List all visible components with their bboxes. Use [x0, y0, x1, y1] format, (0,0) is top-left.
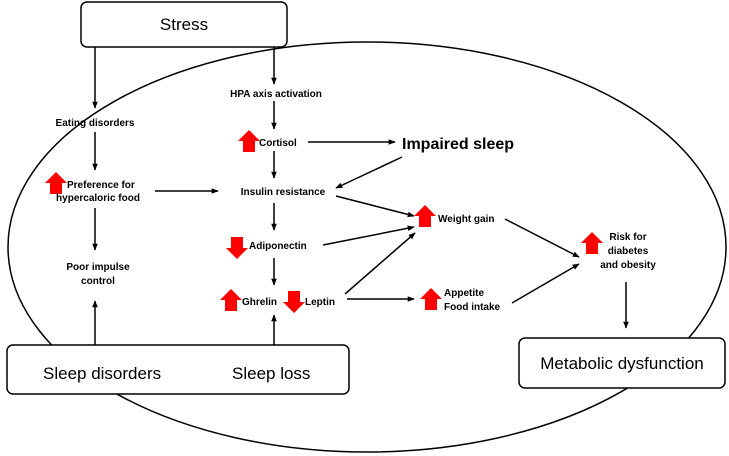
- arrow-adiponectin-to-weightgain: [322, 225, 415, 246]
- red-down-arrow-icon: [226, 237, 248, 259]
- poor-impulse-label-line2: control: [81, 276, 115, 287]
- sleep-loss-label: Sleep loss: [232, 364, 310, 383]
- outer-ellipse: [7, 41, 727, 453]
- arrows: [92, 47, 629, 376]
- red-up-arrow-icon: [581, 232, 603, 254]
- weight-gain-label: Weight gain: [438, 214, 494, 225]
- insulin-resistance-label: Insulin resistance: [241, 187, 326, 198]
- leptin-label: Leptin: [305, 297, 335, 308]
- stress-box: Stress: [80, 1, 288, 48]
- risk-label-line1: Risk for: [609, 232, 646, 243]
- cortisol-label: Cortisol: [259, 138, 297, 149]
- red-up-arrow-icon: [220, 289, 242, 311]
- risk-label-line2: diabetes: [608, 246, 649, 257]
- arrow-insulin-to-weightgain: [335, 195, 415, 218]
- risk-label-line3: and obesity: [600, 260, 656, 271]
- metabolic-dysfunction-label: Metabolic dysfunction: [540, 354, 703, 373]
- adiponectin-label: Adiponectin: [249, 241, 307, 252]
- ghrelin-label: Ghrelin: [242, 297, 277, 308]
- metabolic-dysfunction-box: Metabolic dysfunction: [518, 337, 726, 389]
- red-up-arrow-icon: [238, 130, 260, 152]
- eating-disorders-label: Eating disorders: [56, 118, 135, 129]
- stress-label: Stress: [160, 15, 208, 34]
- preference-label-line1: Preference for: [67, 180, 135, 191]
- sleep-box: Sleep disorders Sleep loss: [6, 344, 350, 395]
- poor-impulse-label-line1: Poor impulse: [66, 262, 130, 273]
- arrow-leptin-to-weightgain: [344, 232, 416, 295]
- arrow-weightgain-to-risk: [504, 218, 580, 258]
- food-intake-label: Food intake: [444, 302, 501, 313]
- impaired-sleep-label: Impaired sleep: [402, 136, 514, 153]
- appetite-label-line1: Appetite: [444, 288, 484, 299]
- hpa-axis-label: HPA axis activation: [230, 89, 322, 100]
- red-up-arrow-icon: [420, 288, 442, 310]
- red-down-arrow-icon: [283, 291, 305, 313]
- arrow-impairedsleep-to-insulin: [335, 156, 403, 189]
- arrow-appetite-to-risk: [511, 263, 580, 304]
- red-up-arrow-icon: [45, 172, 67, 194]
- preference-label-line2: hypercaloric food: [56, 193, 140, 204]
- red-up-arrow-icon: [414, 205, 436, 227]
- sleep-disorders-label: Sleep disorders: [43, 364, 161, 383]
